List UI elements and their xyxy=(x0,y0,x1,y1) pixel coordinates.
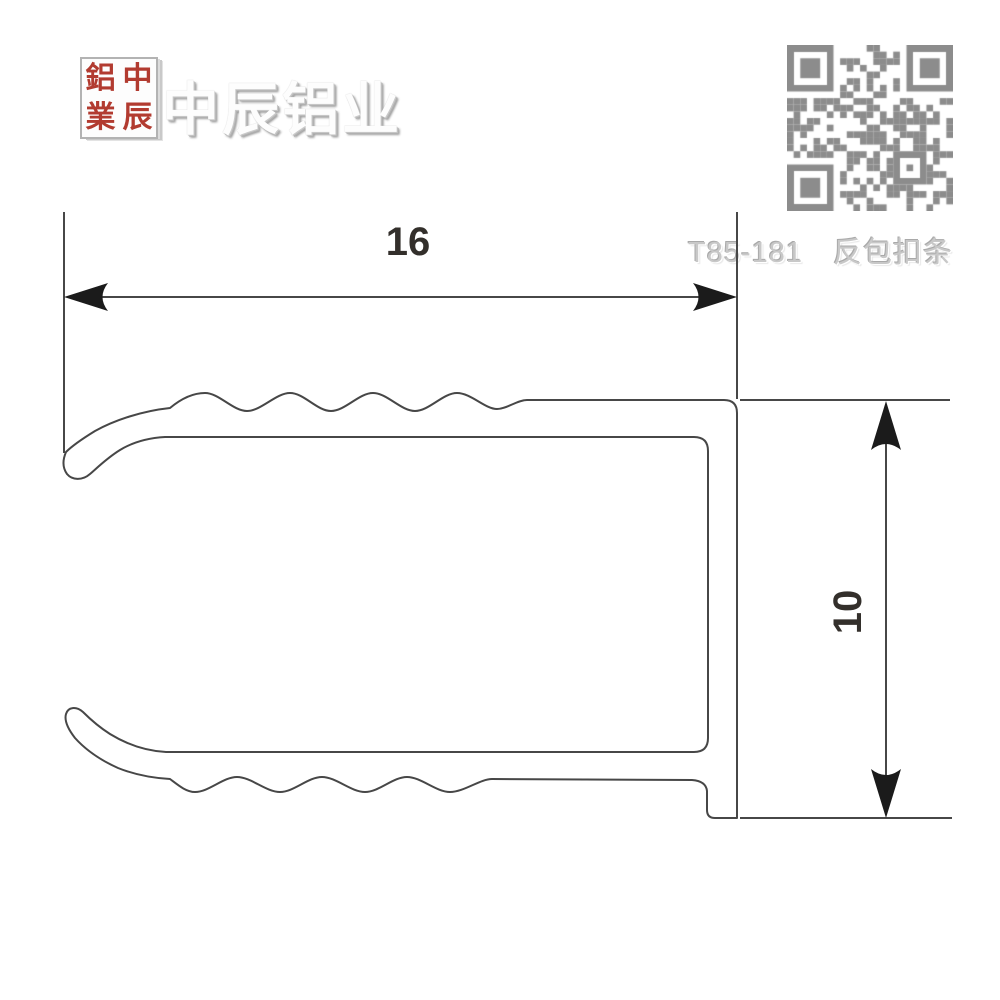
product-code: T85-181 xyxy=(688,237,804,269)
arrowhead-right xyxy=(693,283,737,311)
qr-code-icon xyxy=(787,45,953,211)
arrowhead-up xyxy=(871,401,901,450)
seal-char: 辰 xyxy=(122,100,153,134)
arrowhead-left xyxy=(64,283,108,311)
profile-outline xyxy=(62,392,738,819)
height-dimension-label: 10 xyxy=(826,589,870,635)
product-name: 反包扣条 xyxy=(833,237,954,269)
seal-char: 業 xyxy=(85,100,116,134)
seal-char: 中 xyxy=(122,61,153,95)
arrowhead-down xyxy=(871,769,901,818)
product-code-label: T85-181 反包扣条 xyxy=(688,229,953,271)
company-seal-logo: 鋁 中 業 辰 xyxy=(80,57,158,139)
seal-char: 鋁 xyxy=(85,61,116,95)
width-dimension-label: 16 xyxy=(385,220,431,264)
